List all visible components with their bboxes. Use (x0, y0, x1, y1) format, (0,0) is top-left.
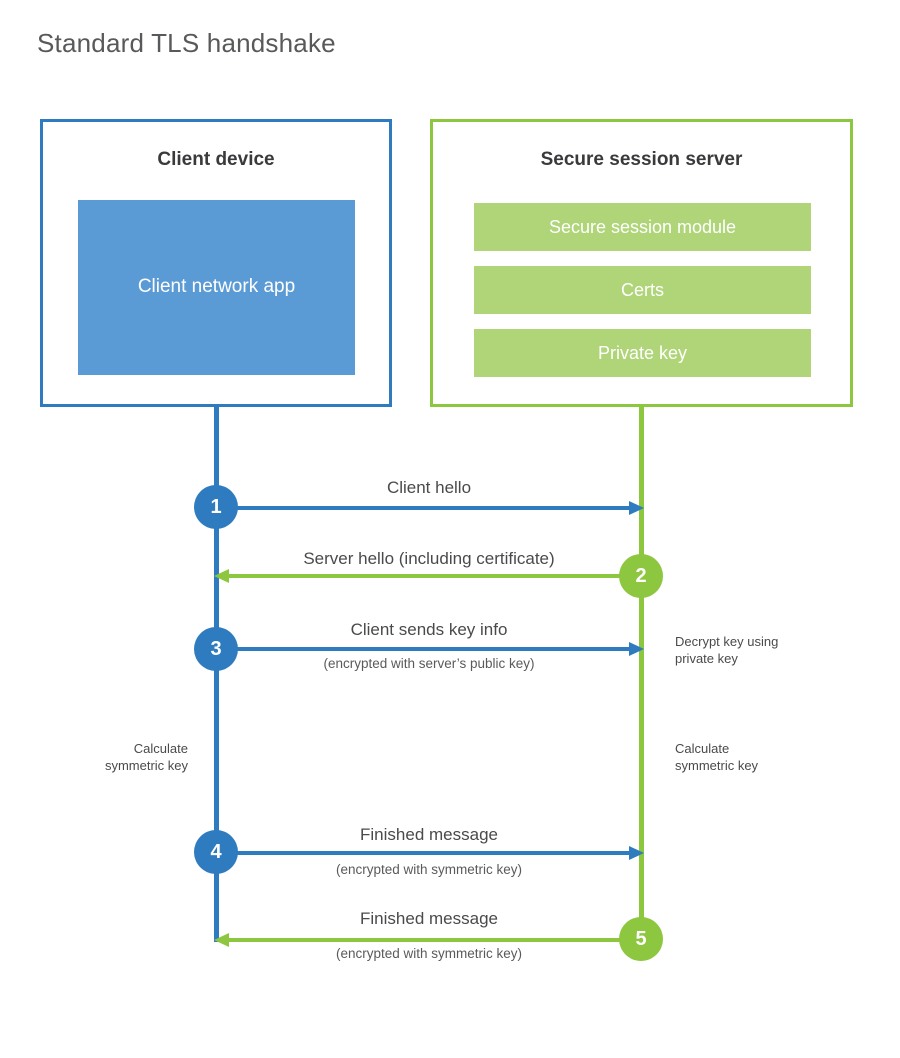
secure-session-server-title: Secure session server (540, 149, 743, 170)
message-label-2: Server hello (including certificate) (303, 549, 555, 568)
annotation-calculate-symmetric-key-client: Calculate symmetric key (104, 741, 188, 774)
step-circle-4: 4 (194, 830, 238, 874)
server-lifeline (639, 404, 644, 939)
step-circle-2: 2 (619, 554, 663, 598)
message-arrow-1 (212, 500, 646, 516)
server-component-secure-session-module: Secure session module (474, 203, 811, 251)
annotation-decrypt-key: Decrypt key using private key (675, 634, 779, 667)
message-sublabel-3: (encrypted with server’s public key) (323, 656, 535, 671)
message-label-5: Finished message (360, 909, 498, 928)
annotation-calculate-symmetric-key-server: Calculate symmetric key (675, 741, 759, 774)
message-arrow-2 (212, 568, 646, 584)
message-label-4: Finished message (360, 825, 498, 844)
message-sublabel-5: (encrypted with symmetric key) (335, 946, 523, 961)
client-device-box: Client device Client network app (40, 119, 392, 407)
message-arrow-5 (212, 932, 646, 948)
page-title: Standard TLS handshake (37, 28, 336, 58)
message-label-3: Client sends key info (350, 620, 508, 639)
server-component-private-key: Private key (474, 329, 811, 377)
client-lifeline (214, 404, 219, 942)
message-arrow-4 (212, 845, 646, 861)
client-device-title: Client device (157, 149, 275, 170)
secure-session-server-box: Secure session server Secure session mod… (430, 119, 853, 407)
client-network-app-block: Client network app (78, 200, 355, 375)
step-circle-3: 3 (194, 627, 238, 671)
step-circle-5: 5 (619, 917, 663, 961)
message-arrow-3 (212, 641, 646, 657)
message-sublabel-4: (encrypted with symmetric key) (335, 862, 523, 877)
message-label-1: Client hello (386, 478, 472, 497)
step-circle-1: 1 (194, 485, 238, 529)
server-component-certs: Certs (474, 266, 811, 314)
